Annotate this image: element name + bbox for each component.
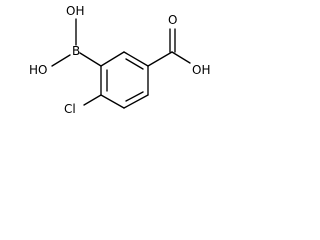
- chlorine-label: Cl: [64, 102, 76, 116]
- ring-double-bond-inner-1: [125, 58, 144, 70]
- boronic-ho-left-label: HO: [29, 63, 47, 77]
- bond-ring-boron: [79, 52, 102, 67]
- carbonyl-oxygen-label: O: [168, 13, 177, 27]
- benzene-ring: [100, 51, 149, 109]
- ring-bond-c2-c3: [123, 51, 149, 67]
- bond-ring-carboxyl-carbon: [147, 51, 173, 67]
- ring-bond-c1-c2: [100, 51, 125, 67]
- carboxyl-oh-label: OH: [192, 63, 210, 77]
- ring-bond-c5-c6: [100, 94, 125, 109]
- bond-ring-chlorine: [83, 94, 102, 106]
- ring-bond-c4-c5: [123, 94, 149, 109]
- chloro-substituent: Cl: [64, 94, 102, 116]
- boron-label: B: [72, 44, 80, 58]
- bond-carboxyl-oh: [171, 51, 191, 64]
- carboxylic-acid-group: O OH: [147, 13, 210, 77]
- boronic-oh-top-label: OH: [66, 4, 84, 18]
- structure-diagram: B OH HO O OH Cl: [29, 4, 210, 116]
- ring-double-bond-inner-2: [125, 91, 144, 102]
- bond-boron-ho-left: [51, 54, 71, 67]
- boronic-acid-group: B OH HO: [29, 4, 102, 77]
